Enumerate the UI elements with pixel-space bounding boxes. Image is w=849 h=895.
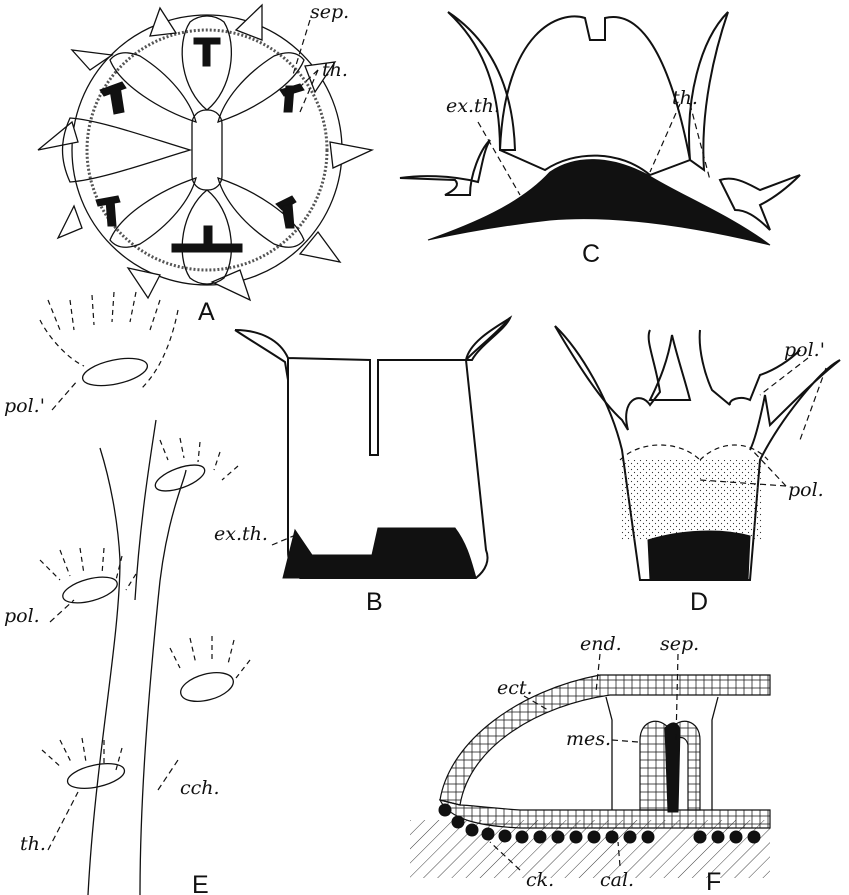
stippled-core-d xyxy=(620,460,762,540)
stem-right-e xyxy=(140,470,186,895)
label-pol-prime-d: pol.' xyxy=(784,339,825,361)
label-ex-th-b: ex.th. xyxy=(214,523,268,545)
figure-b-section: ex.th. B xyxy=(214,318,510,616)
right-wing-b xyxy=(466,318,510,360)
panel-label-d: D xyxy=(690,588,708,616)
label-sep-f: sep. xyxy=(660,633,699,655)
left-wing-b xyxy=(235,330,288,380)
left-lobe-d xyxy=(555,326,660,430)
label-th-e: th. xyxy=(20,833,46,855)
dashed-rim-d xyxy=(620,445,768,460)
stem-inner-e xyxy=(135,420,156,600)
septa-marks xyxy=(96,38,304,252)
panel-label-a: A xyxy=(198,298,215,326)
label-th-c: th. xyxy=(672,87,698,109)
label-th-a: th. xyxy=(322,59,348,81)
label-pol-d: pol. xyxy=(788,479,824,501)
figure-c-section: ex.th. th. C xyxy=(400,12,800,268)
stem-left-e xyxy=(88,448,120,895)
label-pol-prime-e: pol.' xyxy=(4,395,45,417)
partition-2 xyxy=(712,697,718,810)
hydrothecae-e xyxy=(60,353,236,792)
base-black-b xyxy=(283,528,476,578)
panel-label-b: B xyxy=(366,588,383,616)
label-ck-f: ck. xyxy=(526,869,554,891)
label-end-f: end. xyxy=(580,633,622,655)
cch-leader-e xyxy=(158,760,178,790)
ectoderm-top xyxy=(440,800,770,828)
th-leader-c-1 xyxy=(650,104,680,172)
th-leader-e xyxy=(48,792,78,850)
label-sep-a: sep. xyxy=(310,1,349,23)
figure-f-tissue-section: ect. end. sep. mes. ck. cal. F xyxy=(410,633,770,895)
figure-a-polyp-top-view: sep. th. A xyxy=(38,1,372,326)
label-ex-th-c: ex.th. xyxy=(446,95,500,117)
small-left-arm-c xyxy=(400,140,490,195)
label-cch-e: cch. xyxy=(180,777,220,799)
pol-leader-e xyxy=(50,600,74,622)
label-ect-f: ect. xyxy=(497,677,533,699)
panel-label-c: C xyxy=(582,240,600,268)
body-outline-c xyxy=(500,16,690,175)
figure-e-colony-branch: pol.' pol. cch. th. E xyxy=(4,292,250,895)
panel-label-f: F xyxy=(706,868,721,895)
pol-prime-leader-d-2 xyxy=(800,368,826,440)
pol-prime-leader-e xyxy=(52,380,78,410)
mes-leader-f xyxy=(612,740,638,742)
figure-d-section: pol.' pol. D xyxy=(555,326,840,616)
label-pol-e: pol. xyxy=(4,605,40,627)
spine-d xyxy=(650,335,690,400)
mesoglea-stalk xyxy=(665,723,680,812)
panel-label-e: E xyxy=(192,871,209,895)
base-black-d xyxy=(648,531,750,580)
label-cal-f: cal. xyxy=(600,869,634,891)
th-leader-c-2 xyxy=(690,104,710,180)
partition-1 xyxy=(606,697,612,810)
label-mes-f: mes. xyxy=(566,728,611,750)
left-arm-c xyxy=(448,12,515,150)
